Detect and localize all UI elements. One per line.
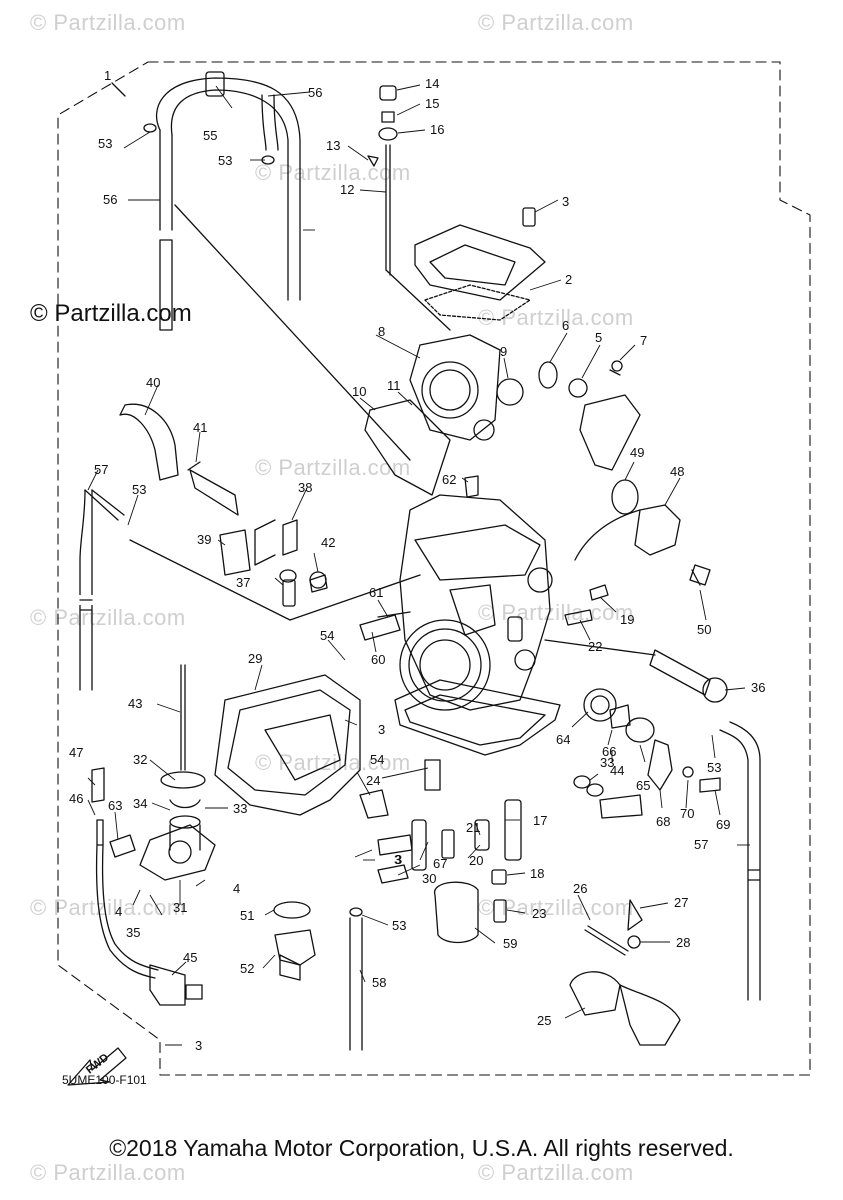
callout-54: 54 — [320, 628, 334, 643]
watermark: © Partzilla.com — [30, 10, 186, 35]
callout-24: 24 — [366, 773, 380, 788]
callout-40: 40 — [146, 375, 160, 390]
callout-28: 28 — [676, 935, 690, 950]
callout-3: 3 — [562, 194, 569, 209]
callout-50: 50 — [697, 622, 711, 637]
callout-4: 4 — [115, 904, 122, 919]
callout-7: 7 — [640, 333, 647, 348]
callout-39: 39 — [197, 532, 211, 547]
callout-53: 53 — [98, 136, 112, 151]
callout-41: 41 — [193, 420, 207, 435]
callout-3: 3 — [394, 852, 401, 867]
callout-3: 3 — [378, 722, 385, 737]
callout-53: 53 — [218, 153, 232, 168]
callout-14: 14 — [425, 76, 439, 91]
callout-13: 13 — [326, 138, 340, 153]
callout-22: 22 — [588, 639, 602, 654]
watermark: © Partzilla.com — [255, 750, 411, 775]
callout-31: 31 — [173, 900, 187, 915]
callout-2: 2 — [565, 272, 572, 287]
callout-29: 29 — [248, 651, 262, 666]
callout-6: 6 — [562, 318, 569, 333]
callout-4: 4 — [233, 881, 240, 896]
callout-61: 61 — [369, 585, 383, 600]
callout-43: 43 — [128, 696, 142, 711]
callout-25: 25 — [537, 1013, 551, 1028]
callout-52: 52 — [240, 961, 254, 976]
callout-60: 60 — [371, 652, 385, 667]
watermark: © Partzilla.com — [478, 1160, 634, 1185]
callout-15: 15 — [425, 96, 439, 111]
callout-42: 42 — [321, 535, 335, 550]
callout-56: 56 — [103, 192, 117, 207]
callout-46: 46 — [69, 791, 83, 806]
callout-68: 68 — [656, 814, 670, 829]
callout-21: 21 — [466, 820, 480, 835]
callout-62: 62 — [442, 472, 456, 487]
callout-30: 30 — [422, 871, 436, 886]
callout-64: 64 — [556, 732, 570, 747]
callout-49: 49 — [630, 445, 644, 460]
watermark: © Partzilla.com — [30, 605, 186, 630]
callout-35: 35 — [126, 925, 140, 940]
watermark: © Partzilla.com — [255, 160, 411, 185]
watermark-prominent: © Partzilla.com — [30, 300, 192, 327]
hose-joint — [205, 71, 225, 97]
callout-54: 54 — [370, 752, 384, 767]
diagram-code: 5UME100-F101 — [62, 1073, 147, 1087]
callout-66: 66 — [602, 744, 616, 759]
callout-3: 3 — [195, 1038, 202, 1053]
callout-36: 36 — [751, 680, 765, 695]
callout-19: 19 — [620, 612, 634, 627]
watermark: © Partzilla.com — [478, 10, 634, 35]
callout-32: 32 — [133, 752, 147, 767]
callout-57: 57 — [694, 837, 708, 852]
copyright-footer: ©2018 Yamaha Motor Corporation, U.S.A. A… — [109, 1135, 734, 1161]
callout-26: 26 — [573, 881, 587, 896]
callout-55: 55 — [203, 128, 217, 143]
callout-20: 20 — [469, 853, 483, 868]
callout-65: 65 — [636, 778, 650, 793]
callout-3: 3 — [395, 852, 402, 867]
callout-48: 48 — [670, 464, 684, 479]
callout-69: 69 — [716, 817, 730, 832]
callout-5: 5 — [595, 330, 602, 345]
callout-59: 59 — [503, 936, 517, 951]
callout-33: 33 — [600, 755, 614, 770]
assembly-boundary — [57, 61, 811, 1076]
callout-33: 33 — [233, 801, 247, 816]
callout-53: 53 — [132, 482, 146, 497]
callout-38: 38 — [298, 480, 312, 495]
callout-63: 63 — [108, 798, 122, 813]
callout-10: 10 — [352, 384, 366, 399]
callout-53: 53 — [707, 760, 721, 775]
callout-51: 51 — [240, 908, 254, 923]
callout-1: 1 — [104, 68, 111, 83]
callout-37: 37 — [236, 575, 250, 590]
callout-45: 45 — [183, 950, 197, 965]
watermark: © Partzilla.com — [30, 895, 186, 920]
callout-70: 70 — [680, 806, 694, 821]
callout-18: 18 — [530, 866, 544, 881]
callout-11: 11 — [387, 378, 401, 393]
callout-44: 44 — [610, 763, 624, 778]
watermark: © Partzilla.com — [478, 895, 634, 920]
watermark: © Partzilla.com — [30, 1160, 186, 1185]
callout-67: 67 — [433, 856, 447, 871]
callout-27: 27 — [674, 895, 688, 910]
callout-16: 16 — [430, 122, 444, 137]
callout-58: 58 — [372, 975, 386, 990]
callout-56: 56 — [308, 85, 322, 100]
callout-47: 47 — [69, 745, 83, 760]
callout-12: 12 — [340, 182, 354, 197]
callout-34: 34 — [133, 796, 147, 811]
callout-57: 57 — [94, 462, 108, 477]
callout-9: 9 — [500, 344, 507, 359]
callout-53: 53 — [392, 918, 406, 933]
callout-17: 17 — [533, 813, 547, 828]
callout-8: 8 — [378, 324, 385, 339]
callout-23: 23 — [532, 906, 546, 921]
